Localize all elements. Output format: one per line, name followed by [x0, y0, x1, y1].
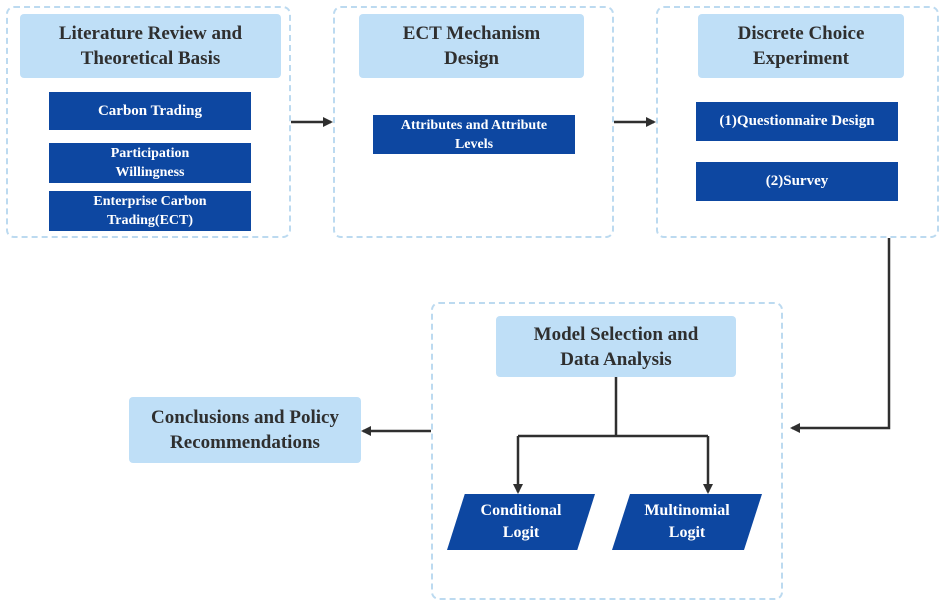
conditional-line2: Logit	[502, 524, 540, 541]
conclusions-line1: Conclusions and Policy	[151, 407, 339, 428]
carbon-trading-box: Carbon Trading	[49, 92, 251, 130]
conditional-logit-shape	[447, 494, 595, 550]
enterprise-line2: Trading(ECT)	[106, 213, 194, 228]
mechanism-frame	[333, 6, 614, 238]
experiment-title-line1: Discrete Choice	[737, 23, 865, 44]
multinomial-line1: Multinomial	[644, 502, 730, 519]
literature-title-line2: Theoretical Basis	[80, 48, 221, 69]
questionnaire-design-box: (1)Questionnaire Design	[696, 102, 898, 141]
multinomial-line2: Logit	[668, 524, 706, 541]
arrow-experiment-to-model	[790, 238, 891, 433]
model-title-line2: Data Analysis	[560, 348, 672, 370]
model-title-line1: Model Selection and	[533, 323, 699, 345]
conditional-line1: Conditional	[480, 502, 562, 519]
survey-label: (2)Survey	[765, 173, 829, 189]
mechanism-title-line1: ECT Mechanism	[402, 23, 541, 44]
literature-frame	[6, 6, 291, 238]
enterprise-line1: Enterprise Carbon	[93, 194, 207, 209]
attributes-line1: Attributes and Attribute	[400, 117, 548, 133]
multinomial-logit-shape	[612, 494, 762, 550]
questionnaire-design-label: (1)Questionnaire Design	[719, 113, 875, 129]
experiment-frame	[656, 6, 939, 238]
mechanism-title-line2: Design	[444, 48, 499, 69]
attributes-line2: Levels	[454, 136, 494, 152]
model-frame	[431, 302, 783, 600]
participation-line1: Participation	[110, 146, 190, 161]
carbon-trading-label: Carbon Trading	[97, 102, 203, 119]
conclusions-line2: Recommendations	[170, 432, 320, 453]
experiment-title-line2: Experiment	[752, 48, 850, 69]
literature-title-line1: Literature Review and	[58, 23, 243, 44]
participation-line2: Willingness	[115, 165, 185, 180]
survey-box: (2)Survey	[696, 162, 898, 201]
